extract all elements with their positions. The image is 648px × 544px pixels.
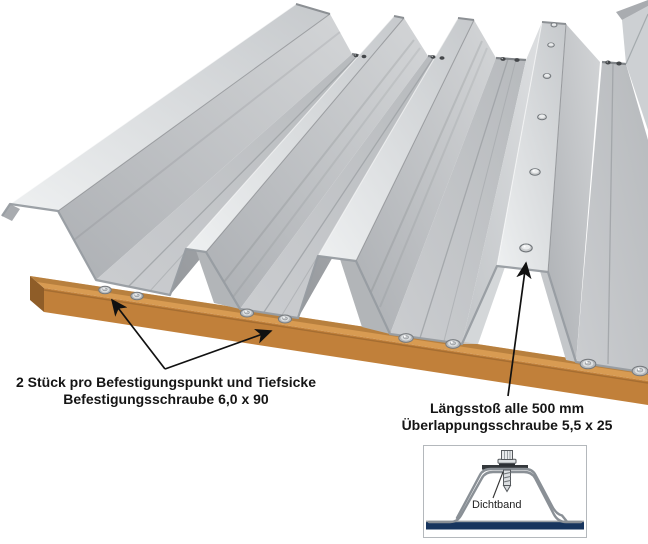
- overlap-detail-drawing: [426, 450, 584, 530]
- valley-fastening-screws: [98, 285, 648, 377]
- upper-sheet-profile: [455, 467, 568, 523]
- far-edge-screws: [353, 53, 622, 66]
- overlap-label: Längsstoß alle 500 mm Überlappungsschrau…: [392, 400, 622, 433]
- wood-purlin: [30, 276, 648, 405]
- sheet-front-edge: [1, 202, 648, 375]
- overlap-label-line1: Längsstoß alle 500 mm: [429, 400, 585, 416]
- arrow-to-fastening-screw-right: [164, 328, 273, 370]
- overlap-screw-row: [519, 22, 558, 253]
- overlap-detail-inset: Dichtband: [423, 445, 587, 538]
- overlap-screw-detail: [497, 450, 517, 493]
- fastening-label-line1: 2 Stück pro Befestigungspunkt und Tiefsi…: [15, 374, 316, 390]
- sealband-leader-line: [492, 471, 504, 499]
- sheet-ribs: [1, 0, 648, 375]
- arrow-to-overlap-screw: [507, 261, 532, 397]
- sealband-label: Dichtband: [472, 499, 522, 511]
- annotation-arrows: [110, 261, 532, 397]
- fastening-label-line2: Befestigungsschraube 6,0 x 90: [63, 390, 269, 407]
- arrow-to-fastening-screw-left: [110, 298, 166, 370]
- fastening-label: 2 Stück pro Befestigungspunkt und Tiefsi…: [6, 374, 326, 407]
- seal-band-bar: [482, 465, 528, 470]
- overlap-label-line2: Überlappungsschraube 5,5 x 25: [401, 416, 613, 433]
- base-band: [426, 522, 584, 530]
